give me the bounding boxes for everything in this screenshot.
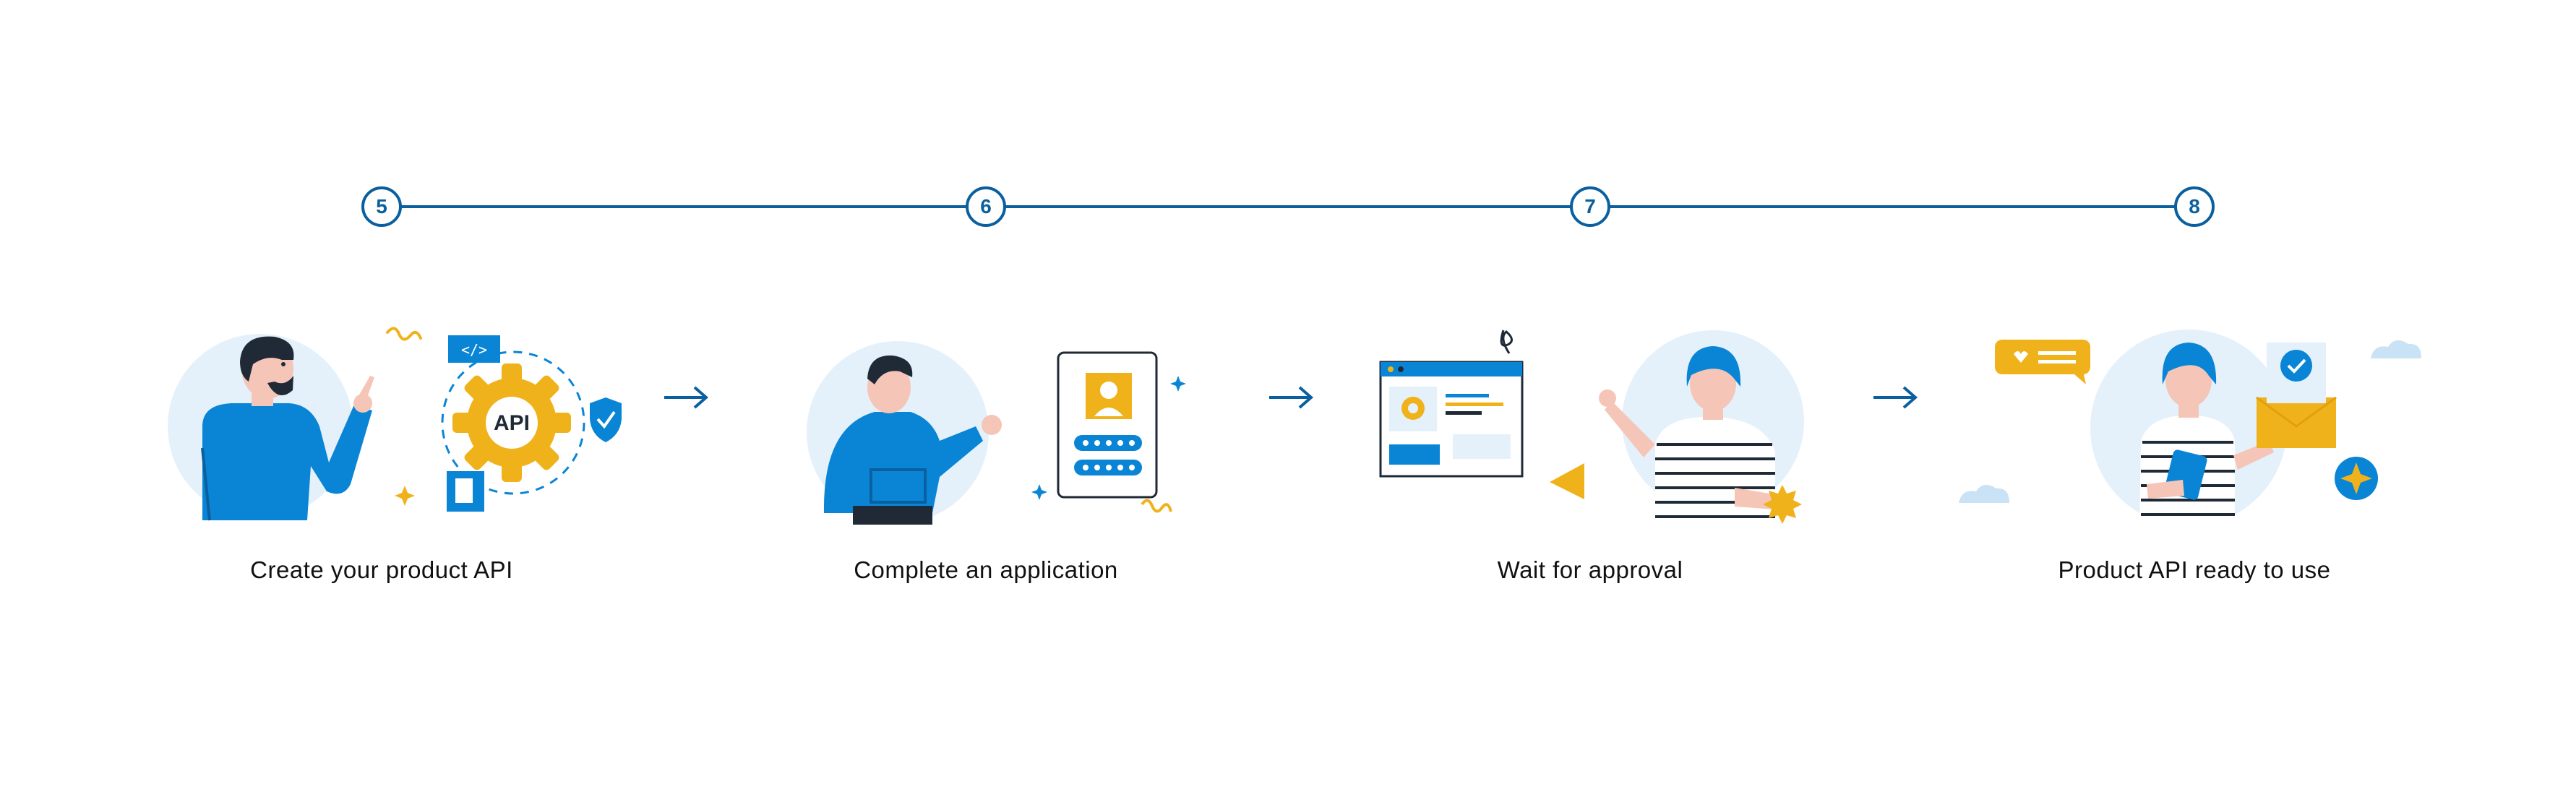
ready-illustration xyxy=(1959,330,2421,529)
application-illustration xyxy=(807,341,1186,525)
timeline-line xyxy=(382,205,2194,208)
arrow-right-icon xyxy=(1873,386,1918,409)
arrow-right-icon xyxy=(664,386,709,409)
approval-illustration xyxy=(1379,330,1804,531)
step-number-8: 8 xyxy=(2174,186,2215,227)
step-label-8: Product API ready to use xyxy=(2058,556,2331,583)
step-number-5: 5 xyxy=(361,186,402,227)
create-api-illustration: </> API xyxy=(168,327,622,521)
step-label-6: Complete an application xyxy=(854,556,1118,583)
api-gear-label: API xyxy=(494,411,530,435)
step-label-5: Create your product API xyxy=(250,556,513,583)
step-number-7: 7 xyxy=(1570,186,1610,227)
step-label-7: Wait for approval xyxy=(1497,556,1683,583)
step-number-6: 6 xyxy=(966,186,1006,227)
svg-text:</>: </> xyxy=(461,341,487,358)
arrow-right-icon xyxy=(1269,386,1314,409)
